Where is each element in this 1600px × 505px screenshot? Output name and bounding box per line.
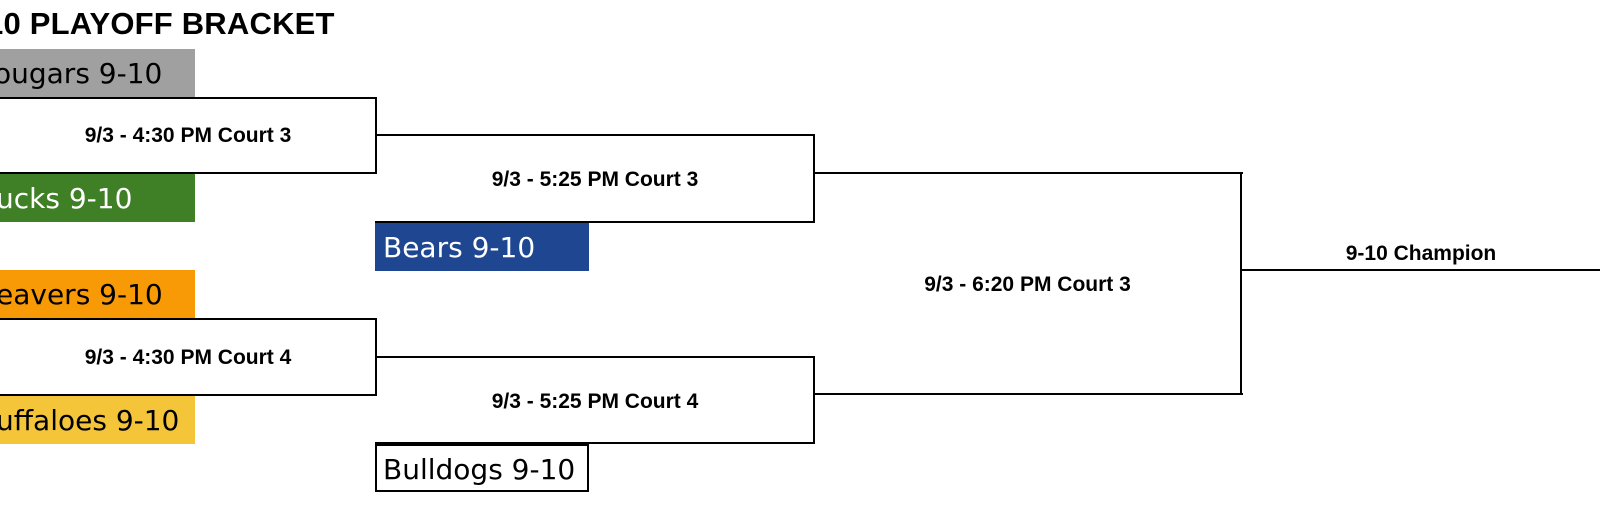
r2-bottom-line-bottom	[375, 442, 815, 444]
team-buffaloes-label: uffaloes 9-10	[0, 404, 180, 437]
r2-top-line-bottom	[375, 221, 815, 223]
game-semifinal: 9/3 - 6:20 PM Court 3	[924, 273, 1131, 296]
team-beavers-label: eavers 9-10	[0, 278, 163, 311]
team-bucks-label: ucks 9-10	[0, 182, 133, 215]
team-bears: Bears 9-10	[375, 223, 589, 271]
team-bucks: ucks 9-10	[0, 174, 195, 222]
team-bulldogs-label: Bulldogs 9-10	[383, 453, 576, 486]
team-bears-label: Bears 9-10	[383, 231, 536, 264]
semi-line-bottom	[813, 393, 1243, 395]
team-cougars: ougars 9-10	[0, 49, 195, 97]
semi-line-right	[1240, 172, 1242, 395]
r1-top-line-bottom	[0, 172, 377, 174]
game-r1-top: 9/3 - 4:30 PM Court 3	[84, 124, 292, 147]
champion-line	[1240, 269, 1600, 271]
game-r1-bottom: 9/3 - 4:30 PM Court 4	[84, 346, 292, 369]
r2-top-line-right	[813, 134, 815, 223]
r2-bottom-line-top	[375, 356, 815, 358]
r1-bottom-line-top	[0, 318, 377, 320]
game-r2-top: 9/3 - 5:25 PM Court 3	[491, 168, 699, 191]
team-cougars-label: ougars 9-10	[0, 57, 163, 90]
team-beavers: eavers 9-10	[0, 270, 195, 318]
champion-label: 9-10 Champion	[1345, 242, 1497, 265]
team-bulldogs: Bulldogs 9-10	[375, 444, 589, 492]
r2-bottom-line-right	[813, 356, 815, 444]
r2-top-line-top	[375, 134, 815, 136]
semi-line-top	[813, 172, 1243, 174]
r1-bottom-line-bottom	[0, 394, 377, 396]
game-r2-bottom: 9/3 - 5:25 PM Court 4	[491, 390, 699, 413]
r1-top-line-top	[0, 97, 377, 99]
team-buffaloes: uffaloes 9-10	[0, 396, 195, 444]
bracket-title: 10 PLAYOFF BRACKET	[0, 6, 335, 41]
